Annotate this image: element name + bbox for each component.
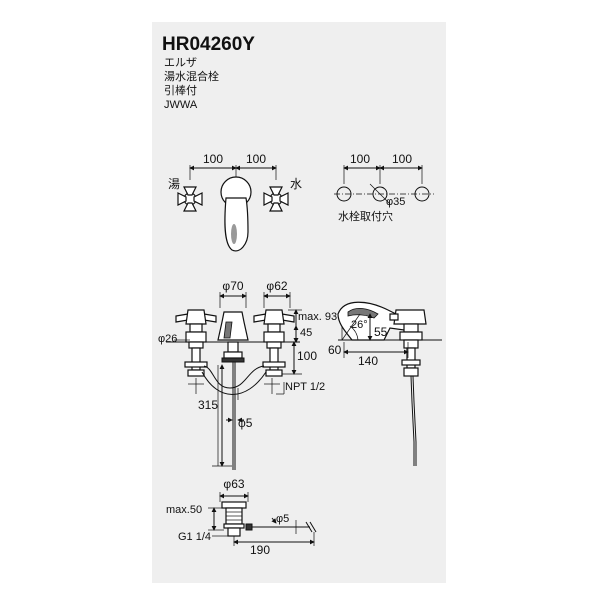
side-view: 26° 55 60 140 [328, 301, 442, 466]
top-dim-right: 100 [246, 152, 266, 166]
rod-length: 315 [198, 398, 218, 412]
top-dim-left: 100 [203, 152, 223, 166]
header-line-cert: JWWA [164, 99, 198, 111]
hole-diameter: φ35 [386, 196, 405, 208]
hot-handle-front-icon [175, 309, 217, 377]
dim-45: 45 [300, 327, 312, 339]
dim-140: 140 [358, 354, 378, 368]
cold-cross-handle-icon [263, 186, 289, 212]
hole-left [336, 186, 352, 202]
mounting-hole-view: 100 100 φ35 水栓取付穴 [334, 152, 434, 223]
handle-side-icon [389, 309, 427, 466]
drain-rod-length: 190 [250, 543, 270, 557]
spout-angle: 26° [351, 319, 368, 331]
dim-60: 60 [328, 343, 342, 357]
technical-drawing: HR04260Y エルザ 湯水混合栓 引棒付 JWWA 100 100 湯 水 [158, 34, 442, 557]
drain-thread: G1 1/4 [178, 531, 211, 543]
handle-diameter: φ62 [266, 279, 287, 293]
header-line-series: エルザ [164, 56, 197, 69]
hole-dim-left: 100 [350, 152, 370, 166]
spout-front-icon [217, 311, 249, 363]
hole-dim-right: 100 [392, 152, 412, 166]
dim-100: 100 [297, 349, 317, 363]
spout-top-icon [220, 176, 252, 252]
model-number: HR04260Y [162, 34, 255, 55]
rod-diameter: φ5 [238, 416, 253, 430]
drain-rod-diameter: φ5 [276, 513, 289, 525]
max-height: max. 93 [298, 311, 337, 323]
cold-handle-front-icon [253, 309, 295, 377]
spout-diameter: φ70 [222, 279, 243, 293]
drain-diameter: φ63 [223, 477, 244, 491]
hole-center [372, 186, 388, 202]
dim-55: 55 [374, 325, 388, 339]
hole-caption: 水栓取付穴 [338, 209, 393, 223]
hot-cross-handle-icon [177, 186, 203, 212]
header-line-type: 湯水混合栓 [164, 69, 219, 83]
hot-label: 湯 [168, 177, 180, 191]
supply-thread: NPT 1/2 [285, 381, 325, 393]
drain-view: φ63 max.50 G1 1/4 φ5 190 [166, 477, 317, 557]
cold-label: 水 [290, 177, 302, 191]
hole-right [414, 186, 430, 202]
spec-sheet: HR04260Y エルザ 湯水混合栓 引棒付 JWWA 100 100 湯 水 [152, 22, 446, 583]
shank-diameter: φ26 [158, 333, 177, 345]
drain-fitting-icon [221, 501, 253, 537]
header-line-feature: 引棒付 [164, 83, 197, 97]
drain-max-depth: max.50 [166, 504, 202, 516]
top-view: 100 100 湯 水 [168, 152, 302, 252]
front-view: φ70 φ62 [158, 279, 337, 470]
